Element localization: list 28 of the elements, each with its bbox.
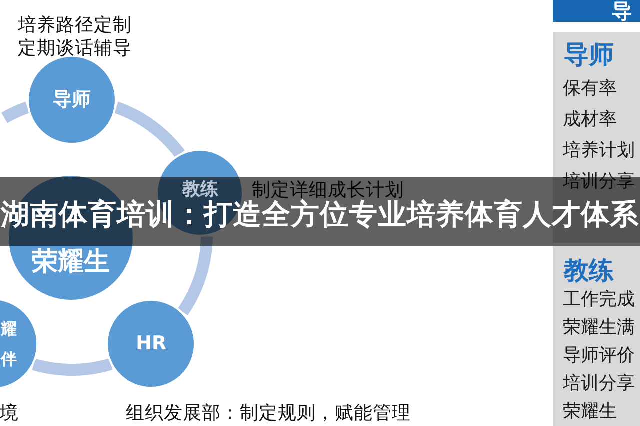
role-label: HR bbox=[136, 334, 167, 354]
panel-item: 保有率 bbox=[563, 80, 617, 98]
caption-text: 境 bbox=[0, 405, 19, 424]
header-text: 导 bbox=[612, 1, 632, 21]
role-circle bbox=[106, 299, 196, 390]
caption-text: 组织发展部：制定规则，赋能管理 bbox=[126, 405, 411, 424]
panel-item: 荣耀生满 bbox=[563, 319, 635, 337]
caption-text: 培养路径定制 bbox=[18, 17, 132, 36]
role-label: 荣耀生 bbox=[32, 249, 110, 275]
panel-heading: 教练 bbox=[564, 258, 614, 283]
panel-item: 工作完成 bbox=[563, 291, 635, 309]
panel-heading: 导师 bbox=[564, 42, 614, 67]
title-text: 湖南体育培训：打造全方位专业培养体育人才体系 bbox=[1, 201, 639, 230]
role-label: 耀伴 bbox=[1, 318, 17, 370]
role-circle bbox=[27, 55, 117, 145]
info-panel bbox=[553, 246, 640, 426]
panel-item: 培养计划 bbox=[563, 142, 635, 160]
ring-connector bbox=[30, 358, 116, 376]
panel-item: 培训分享 bbox=[563, 375, 635, 393]
role-label: 教练 bbox=[182, 181, 218, 200]
caption-text: 定期谈话辅导 bbox=[18, 40, 132, 58]
role-label: 导师 bbox=[53, 90, 91, 110]
panel-item: 成材率 bbox=[563, 111, 617, 129]
panel-item: 荣耀生 bbox=[563, 403, 617, 421]
panel-item: 导师评价 bbox=[563, 347, 635, 365]
caption-text: 制定详细成长计划 bbox=[252, 182, 404, 200]
header-bar bbox=[553, 0, 640, 22]
panel-item: 培训分享 bbox=[563, 173, 635, 191]
